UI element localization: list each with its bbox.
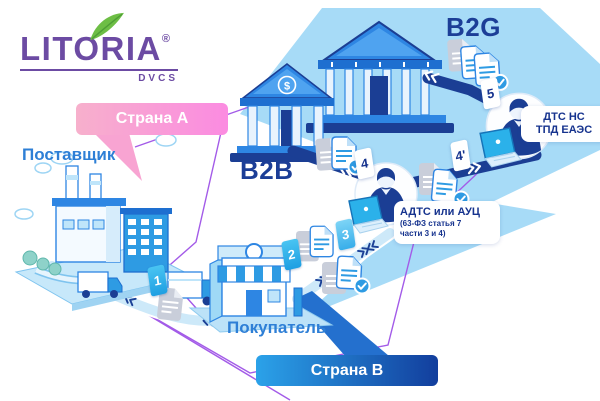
b2b-label: B2B xyxy=(240,155,294,185)
b2g-label: B2G xyxy=(446,12,501,42)
dts-line2: ТПД ЕАЭС xyxy=(535,124,593,136)
country-a-bubble-tail xyxy=(94,133,142,181)
country-a-bubble: Страна A xyxy=(76,103,228,135)
supplier-label: Поставщик xyxy=(22,145,116,164)
litoria-logo: LITORIA® DVCS xyxy=(20,12,210,84)
leaf-icon xyxy=(90,12,124,41)
dts-line1: ДТС НС xyxy=(543,111,585,123)
buyer-label: Покупатель xyxy=(227,318,327,337)
adts-title: АДТС или АУЦ xyxy=(400,206,480,218)
logo-rule xyxy=(20,69,178,71)
adts-subtitle-line1: (63-ФЗ статья 7 xyxy=(400,219,462,228)
country-b-bubble: Страна B xyxy=(256,355,438,386)
product-name: DVCS xyxy=(138,73,178,84)
dollar-sign-icon: $ xyxy=(284,81,290,93)
awning-icon xyxy=(217,265,291,283)
truck-icon xyxy=(77,271,123,298)
approved-check-icon xyxy=(353,277,371,295)
dts-service-label: ДТС НС ТПД ЕАЭС xyxy=(521,106,600,142)
bank-building-icon: $ xyxy=(230,63,344,162)
adts-service-label: АДТС или АУЦ (63-ФЗ статья 7 части 3 и 4… xyxy=(394,201,500,244)
brand-name: LITORIA xyxy=(20,30,162,67)
smoke-cloud-icon xyxy=(14,133,177,220)
country-b-bubble-tail xyxy=(295,291,389,357)
document-stack-icon xyxy=(295,225,334,263)
tree-icon xyxy=(22,250,62,276)
store-icon xyxy=(167,243,334,333)
government-building-icon xyxy=(306,20,454,133)
registered-mark: ® xyxy=(161,33,170,45)
adts-subtitle-line2: части 3 и 4) xyxy=(400,229,446,238)
